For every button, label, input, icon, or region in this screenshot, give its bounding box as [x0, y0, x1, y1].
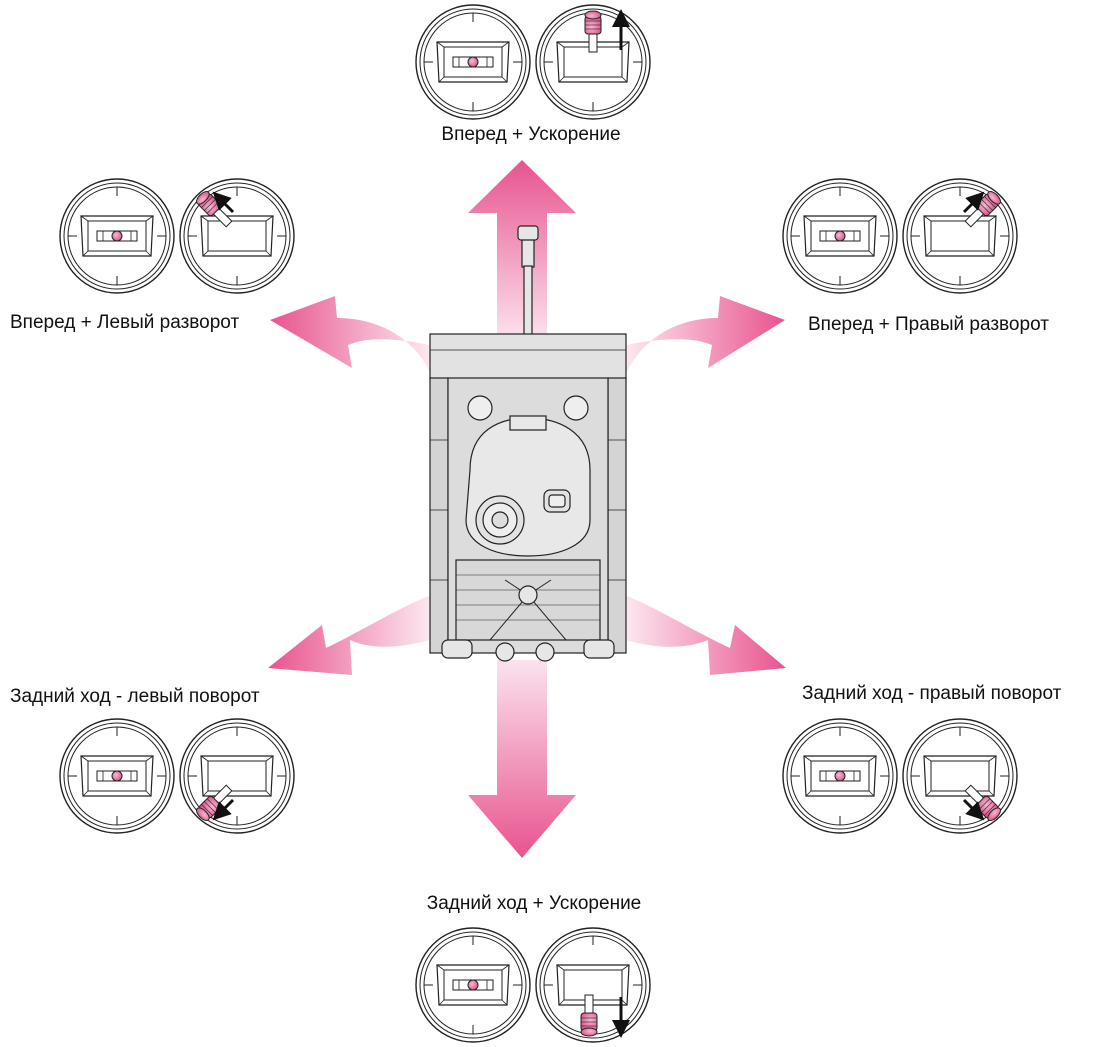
direction-arrow-icon	[962, 191, 985, 214]
label-reverse-accel: Задний ход + Ускорение	[426, 893, 642, 914]
direction-arrow-forward-right	[624, 296, 785, 378]
gimbal-reverse-left-right	[179, 718, 295, 834]
gimbal-forward-accel-right	[535, 4, 651, 120]
gimbal-reverse-right-right	[902, 718, 1018, 834]
direction-arrow-icon	[212, 798, 235, 821]
gimbal-forward-right-left	[783, 179, 897, 293]
gimbal-reverse-right-left	[783, 719, 897, 833]
gimbal-reverse-left-left	[60, 719, 174, 833]
direction-arrow-reverse-right	[624, 595, 786, 675]
label-reverse-right: Задний ход - правый поворот	[802, 683, 1062, 704]
direction-arrow-forward-left	[270, 296, 432, 378]
label-forward-accel: Вперед + Ускорение	[441, 124, 621, 145]
direction-arrow-icon	[212, 191, 235, 214]
gimbal-forward-accel-left	[416, 5, 530, 119]
gimbal-reverse-accel-left	[416, 928, 530, 1042]
tank-top-view-icon	[429, 225, 627, 662]
direction-arrow-down	[468, 660, 576, 858]
gimbal-forward-left-right	[179, 178, 295, 294]
label-forward-right: Вперед + Правый разворот	[808, 314, 1049, 335]
gimbal-forward-left-left	[60, 179, 174, 293]
gimbal-forward-right-right	[902, 178, 1018, 294]
label-reverse-left: Задний ход - левый поворот	[10, 686, 260, 707]
gimbal-reverse-accel-right	[535, 927, 651, 1043]
direction-arrow-icon	[962, 798, 985, 821]
label-forward-left: Вперед + Левый разворот	[10, 312, 240, 333]
direction-arrow-reverse-left	[268, 595, 432, 675]
